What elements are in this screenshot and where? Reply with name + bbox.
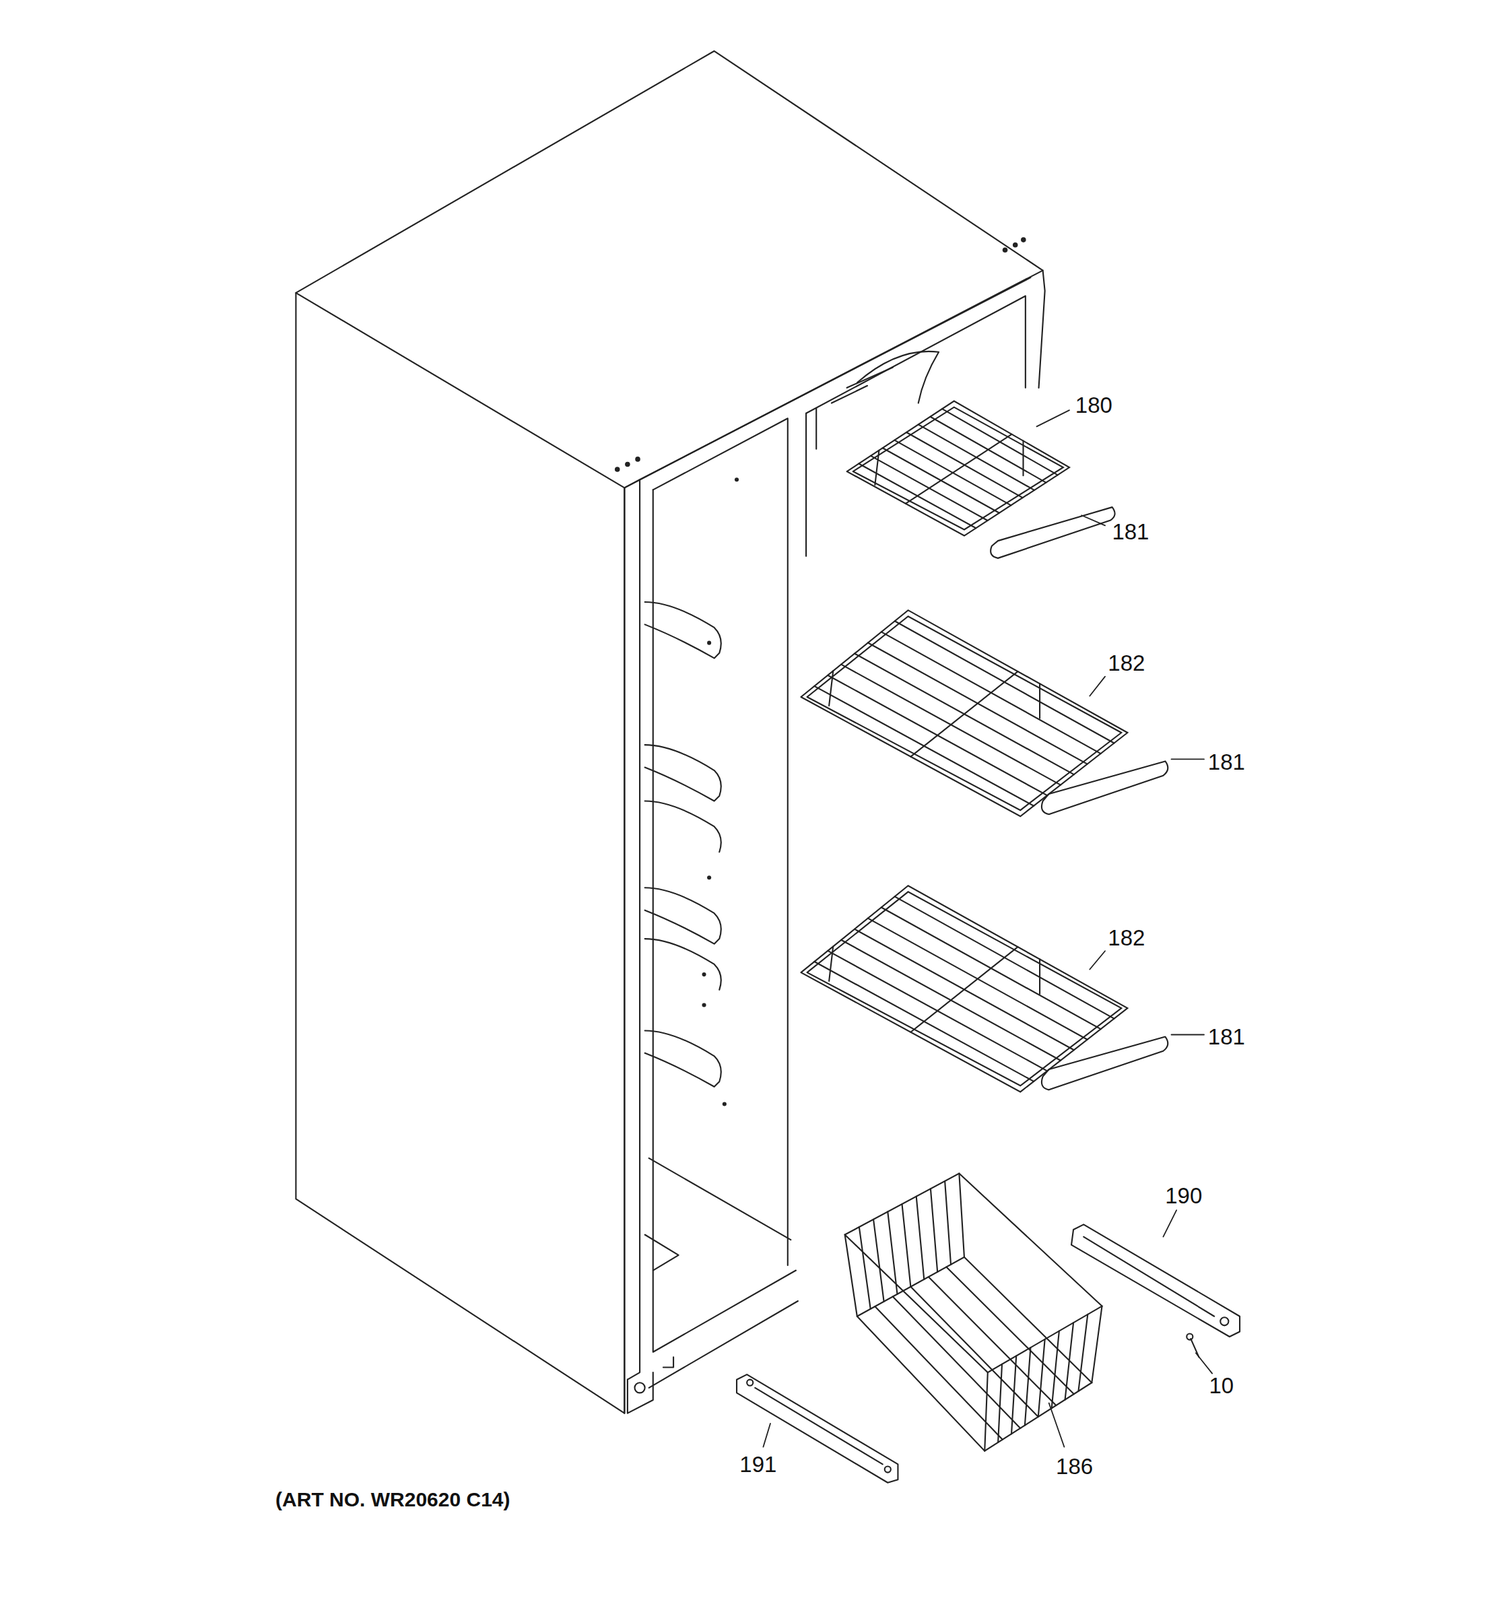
freezer-shelf bbox=[800, 885, 1128, 1092]
art-number: (ART NO. WR20620 C14) bbox=[273, 1488, 512, 1512]
freezer-basket bbox=[845, 1173, 1103, 1452]
freezer-shelf bbox=[847, 401, 1070, 537]
callout-number: 190 bbox=[1162, 1183, 1205, 1209]
freezer-shelf bbox=[800, 610, 1128, 817]
callout-number: 181 bbox=[1109, 519, 1151, 545]
callout-number: 10 bbox=[1206, 1373, 1236, 1398]
drawer-rail bbox=[1071, 1224, 1240, 1337]
callout-number: 181 bbox=[1206, 749, 1248, 775]
callout-number: 191 bbox=[737, 1451, 779, 1477]
drawer-rail bbox=[736, 1374, 898, 1483]
shelf-supports bbox=[645, 602, 722, 1087]
callout-number: 182 bbox=[1105, 650, 1147, 676]
shelf-trim bbox=[990, 507, 1115, 559]
leader-lines bbox=[762, 410, 1213, 1448]
callout-number: 186 bbox=[1053, 1453, 1095, 1479]
cabinet-side bbox=[295, 292, 625, 1414]
callout-number: 180 bbox=[1073, 392, 1115, 418]
callout-number: 182 bbox=[1105, 925, 1147, 951]
callout-number: 181 bbox=[1206, 1024, 1248, 1050]
